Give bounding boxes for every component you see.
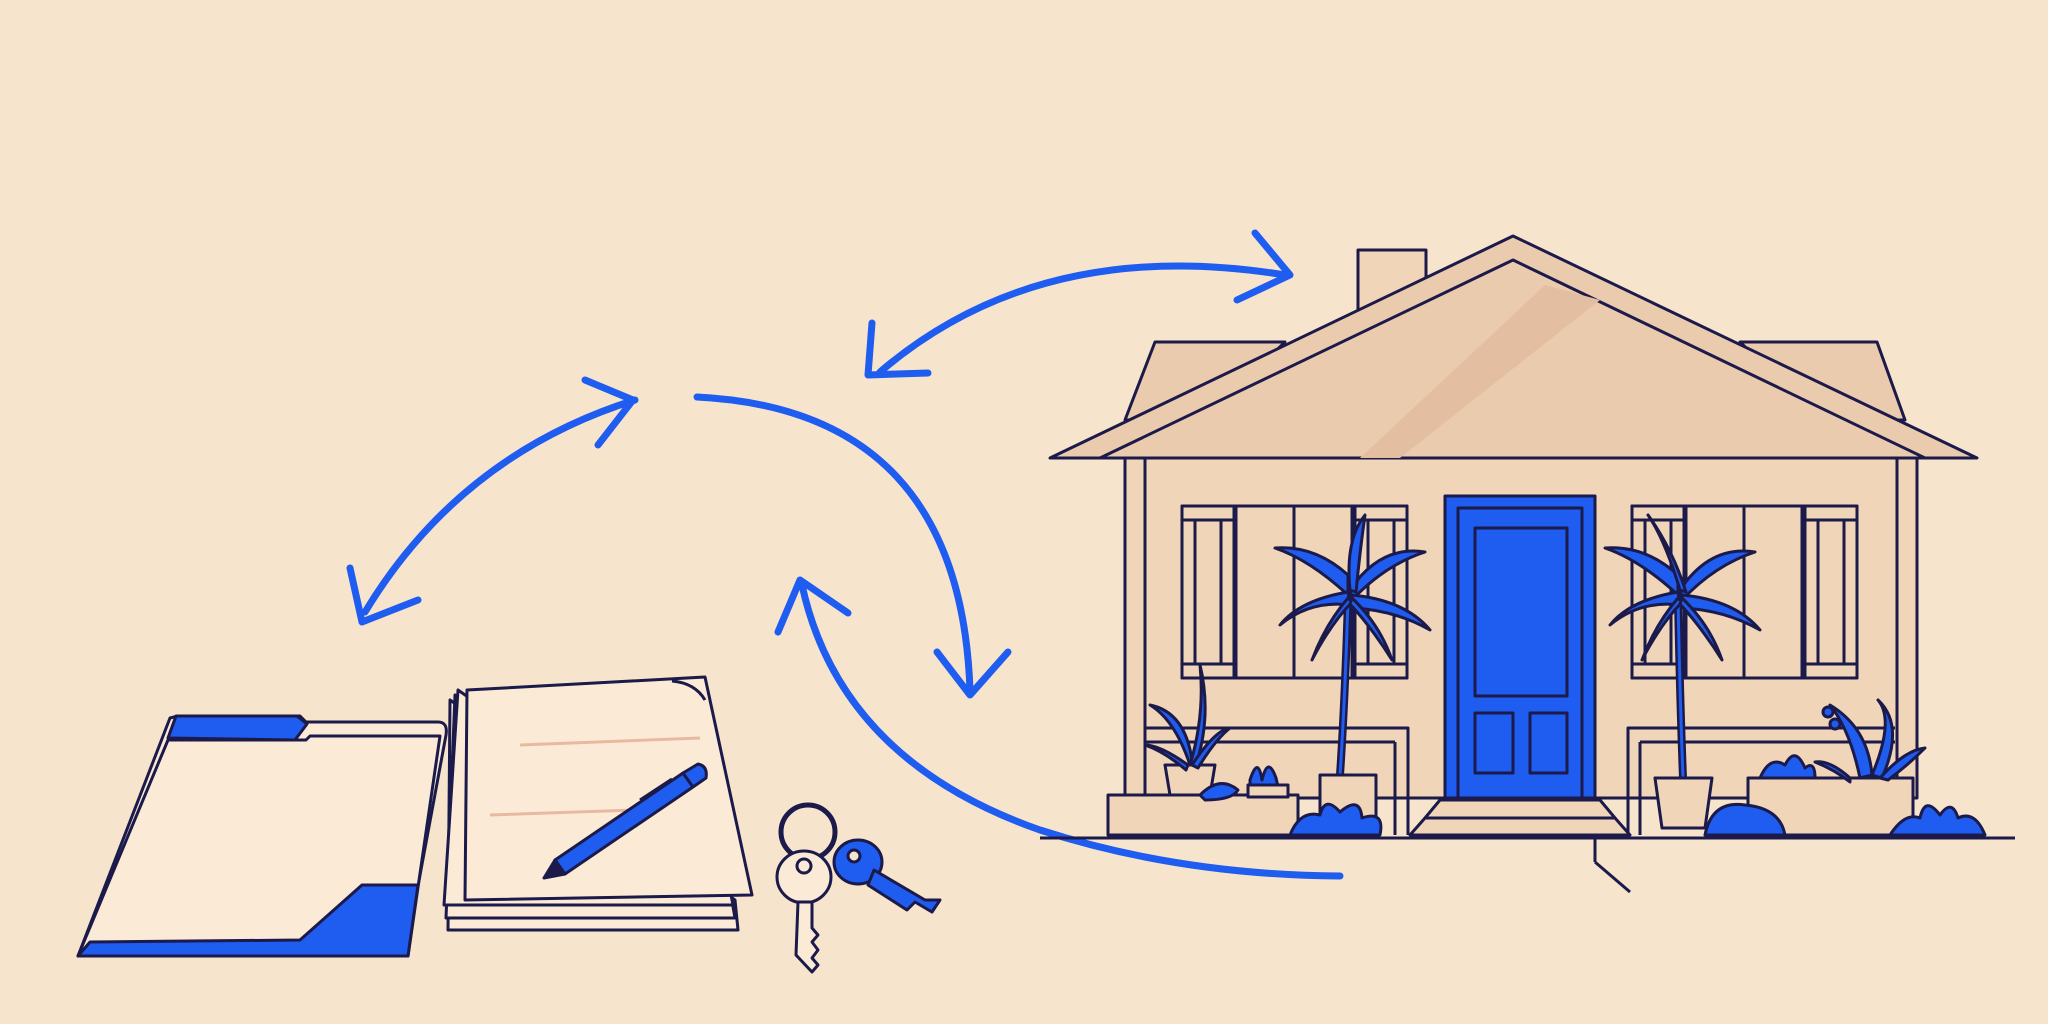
palm-tree-right-icon: [1603, 513, 1762, 830]
pen-icon: [542, 762, 708, 880]
folder-icon: [76, 714, 448, 958]
key-light-icon: [775, 849, 833, 974]
house-icon: [1040, 234, 2015, 894]
arrow-right-down-icon: [693, 393, 1012, 699]
arrow-top-icon: [864, 229, 1294, 379]
palm-tree-left-icon: [1273, 513, 1432, 827]
arrow-upper-left-icon: [346, 376, 639, 626]
window-right: [1630, 504, 1859, 680]
window-left: [1180, 504, 1409, 680]
arrow-bottom-return-icon: [774, 576, 1344, 880]
document-stack-icon: [442, 675, 754, 932]
key-blue-icon: [832, 838, 942, 914]
cycle-arrows: [346, 229, 1344, 880]
house-keys-icon: [775, 802, 942, 974]
potted-plant-icon: [1143, 663, 1987, 837]
